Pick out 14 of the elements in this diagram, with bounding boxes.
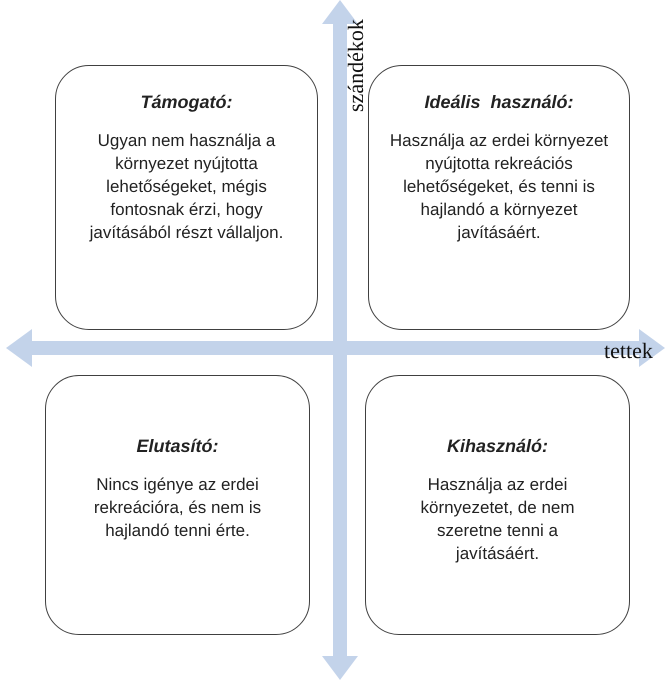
quadrant-description: Ugyan nem használja a környezet nyújtotta lehetőségeket, mégis fontosnak érzi, hogy javításából részt vállaljon. [88,130,284,244]
quadrant-card [368,65,630,330]
quadrant-description: Használja az erdei környezetet, de nem szeretne tenni a javításáért. [419,474,576,565]
axis-label: tettek [604,338,653,364]
quadrant-description: Használja az erdei környezet nyújtotta rekreációs lehetőségeket, és tenni is hajlandó a környezet javításáért. [388,130,610,244]
quadrant-title: Támogató: [140,92,232,113]
quadrant-title: Ideális használó: [424,92,574,113]
quadrant-card [365,375,630,635]
quadrant-title: Elutasító: [136,436,218,457]
quadrant-description: Nincs igénye az erdei rekreációra, és nem is hajlandó tenni érte. [92,474,262,542]
axis-label: szándékok [343,19,369,112]
quadrant-card [55,65,318,330]
quadrant-card [45,375,310,635]
quadrant-title: Kihasználó: [446,436,548,457]
